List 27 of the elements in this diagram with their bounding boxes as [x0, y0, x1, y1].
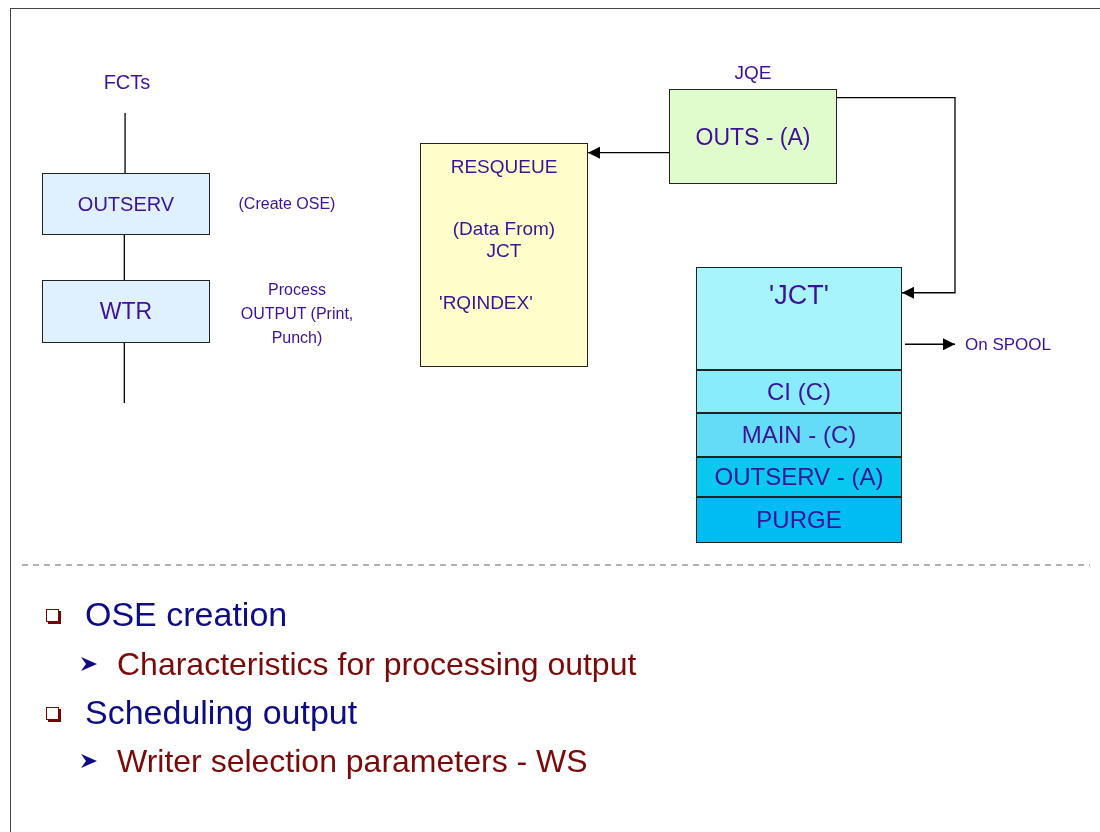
bullet-text: Scheduling output — [85, 692, 358, 733]
connector-line — [123, 234, 125, 281]
box-text: (Data From) JCT — [451, 218, 557, 262]
bullet-text: OSE creation — [85, 594, 288, 635]
arrow — [587, 146, 670, 159]
arrow — [836, 96, 956, 299]
process-box: PURGE — [696, 497, 902, 543]
node-label: On SPOOL — [958, 333, 1058, 357]
annotation-text: Process OUTPUT (Print, Punch) — [239, 280, 355, 348]
process-box: WTR — [42, 280, 210, 343]
box-text: RESQUEUE — [449, 156, 559, 178]
box-heading: JQE — [733, 61, 773, 85]
connector-line — [124, 112, 126, 174]
process-box: CI (C) — [696, 370, 902, 413]
data-box: OUTS - (A) — [669, 89, 837, 184]
process-box: 'JCT' — [696, 267, 902, 370]
process-box: OUTSERV — [42, 173, 210, 235]
process-box: OUTSERV - (A) — [696, 457, 902, 497]
arrow — [904, 338, 956, 351]
annotation-text: (Create OSE) — [237, 194, 337, 214]
box-text: 'RQINDEX' — [439, 292, 534, 314]
node-label: FCTs — [95, 68, 159, 96]
connector-line — [123, 342, 125, 404]
bullet-text: Writer selection parameters - WS — [117, 742, 588, 781]
data-box — [420, 143, 588, 367]
process-box: MAIN - (C) — [696, 413, 902, 457]
bullet-text: Characteristics for processing output — [117, 645, 637, 684]
